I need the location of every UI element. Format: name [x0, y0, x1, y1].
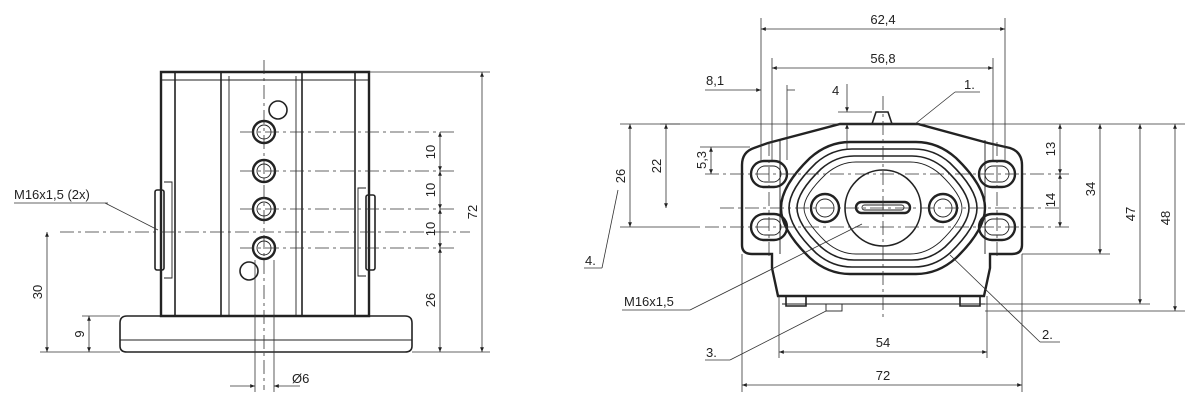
dim-label-30: 30: [30, 285, 45, 299]
bottom-clip-left: [785, 296, 807, 307]
right-front-view: 62,4 56,8 8,1 4 5,3 22 26 13 14 34 47 48…: [584, 12, 1185, 392]
left-side-view: 72 10 10 10 26 30 9 Ø6 M16x1,5 (2x): [14, 60, 490, 392]
dim-label-624: 62,4: [870, 12, 895, 27]
callout-2: 2.: [1042, 327, 1053, 342]
gasket-ring-2: [788, 148, 978, 268]
leader-2: [949, 254, 1041, 343]
hole-bottom-small: [239, 261, 259, 281]
gasket-ring-3: [796, 155, 970, 261]
dim-label-9: 9: [72, 330, 87, 337]
thread-callout-text: M16x1,5 (2x): [14, 187, 90, 202]
hole-top-small: [268, 100, 288, 120]
dim-label-26-front: 26: [613, 169, 628, 183]
leader-1: [914, 91, 956, 125]
left-thread-boss: [154, 189, 165, 271]
dim-label-10b: 10: [423, 183, 438, 197]
bottom-tab: [825, 303, 843, 312]
gasket-ring-4: [803, 161, 963, 255]
dim-label-10c: 10: [423, 222, 438, 236]
base-plate: [119, 315, 413, 353]
left-boss-body: [164, 181, 173, 279]
right-boss-body: [357, 187, 366, 277]
leader-3: [729, 310, 827, 361]
dim-label-72-front: 72: [876, 368, 890, 383]
dim-label-10a: 10: [423, 145, 438, 159]
housing-outline: [159, 70, 371, 318]
callout-thread: M16x1,5: [624, 294, 674, 309]
dim-label-22: 22: [649, 159, 664, 173]
dim-label-4: 4: [832, 83, 839, 98]
dim-label-81: 8,1: [706, 73, 724, 88]
right-thread-boss: [365, 194, 376, 271]
callout-3: 3.: [706, 345, 717, 360]
dim-label-568: 56,8: [870, 51, 895, 66]
dim-label-phi6: Ø6: [292, 371, 309, 386]
dim-label-34: 34: [1083, 182, 1098, 196]
callout-1: 1.: [964, 77, 975, 92]
dim-label-53: 5,3: [694, 151, 709, 169]
dim-label-47: 47: [1123, 207, 1138, 221]
bottom-clip-right: [959, 296, 981, 307]
gasket-outer: [779, 140, 987, 276]
leader-4: [601, 189, 619, 269]
flange-outline: [740, 122, 1024, 298]
vent-nub: [871, 111, 893, 125]
leader-thread: [689, 223, 863, 311]
dim-label-13: 13: [1043, 142, 1058, 156]
fixing-holes: [239, 100, 288, 281]
callout-4: 4.: [585, 253, 596, 268]
dim-label-54: 54: [876, 335, 890, 350]
dim-label-72: 72: [465, 205, 480, 219]
dim-label-48: 48: [1158, 211, 1173, 225]
dim-label-26: 26: [423, 293, 438, 307]
dim-label-14: 14: [1043, 193, 1058, 207]
thread-leader: [104, 202, 159, 231]
